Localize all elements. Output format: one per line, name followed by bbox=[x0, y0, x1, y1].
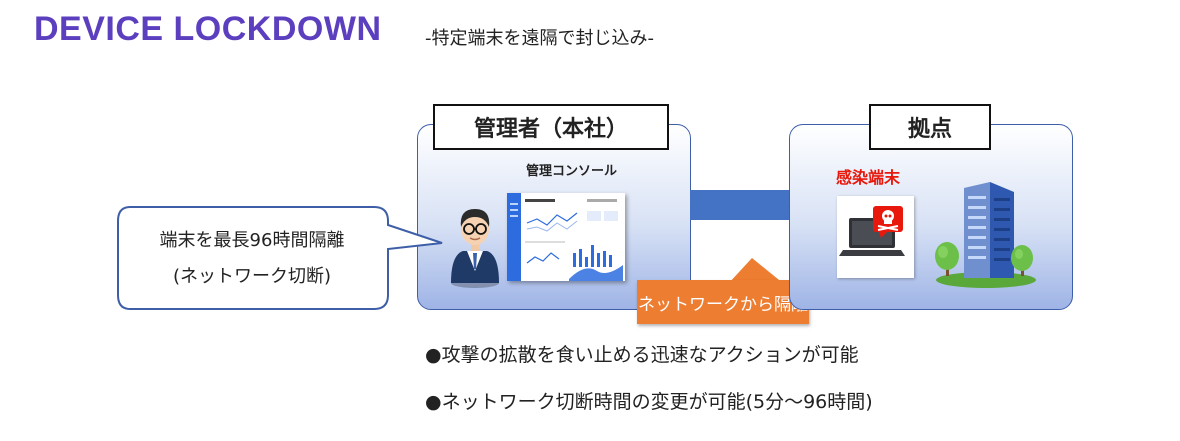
tree-icon bbox=[935, 242, 1033, 276]
skull-icon bbox=[873, 206, 903, 238]
infected-device-label: 感染端末 bbox=[836, 168, 901, 187]
page-title: DEVICE LOCKDOWN bbox=[34, 10, 382, 48]
dashboard-illustration bbox=[507, 193, 625, 281]
infected-laptop-icon bbox=[839, 206, 905, 256]
infected-laptop-card bbox=[837, 196, 914, 278]
office-building-icon bbox=[935, 182, 1036, 288]
bullet-item: ●ネットワーク切断時間の変更が可能(5分～96時間) bbox=[425, 391, 873, 413]
console-label: 管理コンソール bbox=[526, 164, 618, 179]
callout-pointer bbox=[728, 258, 784, 284]
admin-person-icon bbox=[451, 209, 499, 288]
isolation-callout: ネットワークから隔離 bbox=[637, 280, 809, 324]
speech-bubble bbox=[117, 206, 443, 310]
bullet-item: ●攻撃の拡散を食い止める迅速なアクションが可能 bbox=[425, 344, 859, 366]
bubble-text-line2: (ネットワーク切断) bbox=[172, 266, 332, 287]
isolation-arrow bbox=[690, 174, 820, 236]
site-label: 拠点 bbox=[869, 104, 991, 150]
bubble-text-line1: 端末を最長96時間隔離 bbox=[159, 230, 345, 251]
page-subtitle: -特定端末を遠隔で封じ込み- bbox=[425, 28, 654, 49]
admin-label: 管理者（本社） bbox=[433, 104, 669, 150]
